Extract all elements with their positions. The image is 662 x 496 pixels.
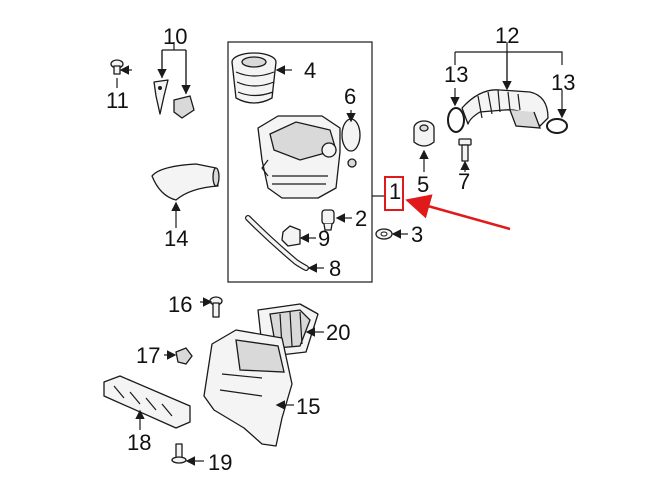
callout-10: 10 [163,24,188,49]
push-pin-19[interactable] [171,443,187,464]
mount-bushing[interactable] [413,120,435,147]
callout-6: 6 [344,84,357,109]
callout-19: 19 [208,450,233,475]
bolt-16[interactable] [209,296,223,318]
callout-4: 4 [304,58,317,83]
highlight-box-part-1 [384,176,404,211]
callout-9: 9 [318,226,331,251]
hose-clamp-left[interactable] [447,107,465,133]
callout-15: 15 [296,394,321,419]
intake-hose[interactable] [461,89,549,129]
callout-17: 17 [136,343,161,368]
housing-grommet [347,158,357,168]
lower-duct[interactable] [203,329,293,447]
air-cleaner-housing[interactable] [257,115,341,199]
screw-11[interactable] [110,59,124,75]
callout-3: 3 [411,222,424,247]
retaining-clip[interactable] [153,79,169,115]
clip-nut[interactable] [173,95,195,119]
clip-17[interactable] [175,347,193,365]
callout-5: 5 [417,172,430,197]
highlight-arrow [405,194,511,231]
callout-2: 2 [355,206,368,231]
bracket-12 [454,42,563,88]
callout-8: 8 [329,256,342,281]
air-filter-element[interactable] [231,52,277,104]
mounting-bolt[interactable] [458,138,472,162]
callout-7: 7 [458,169,471,194]
callout-12: 12 [495,23,520,48]
callout-1: 1 [389,179,402,204]
callout-13-left: 13 [444,62,469,87]
bracket-10 [161,42,187,94]
hose-clip[interactable] [281,225,301,247]
assembly-outline-box [227,41,373,283]
check-valve[interactable] [321,209,335,231]
callout-16: 16 [168,292,193,317]
seal-ring[interactable] [341,118,361,152]
inlet-duct[interactable] [151,163,220,201]
callout-14: 14 [164,226,189,251]
grille-bracket[interactable] [103,375,191,429]
callout-20: 20 [326,320,351,345]
hose-clamp-right[interactable] [546,118,568,134]
callout-11: 11 [106,88,129,113]
callout-13-right: 13 [551,70,576,95]
callout-18: 18 [127,430,152,455]
